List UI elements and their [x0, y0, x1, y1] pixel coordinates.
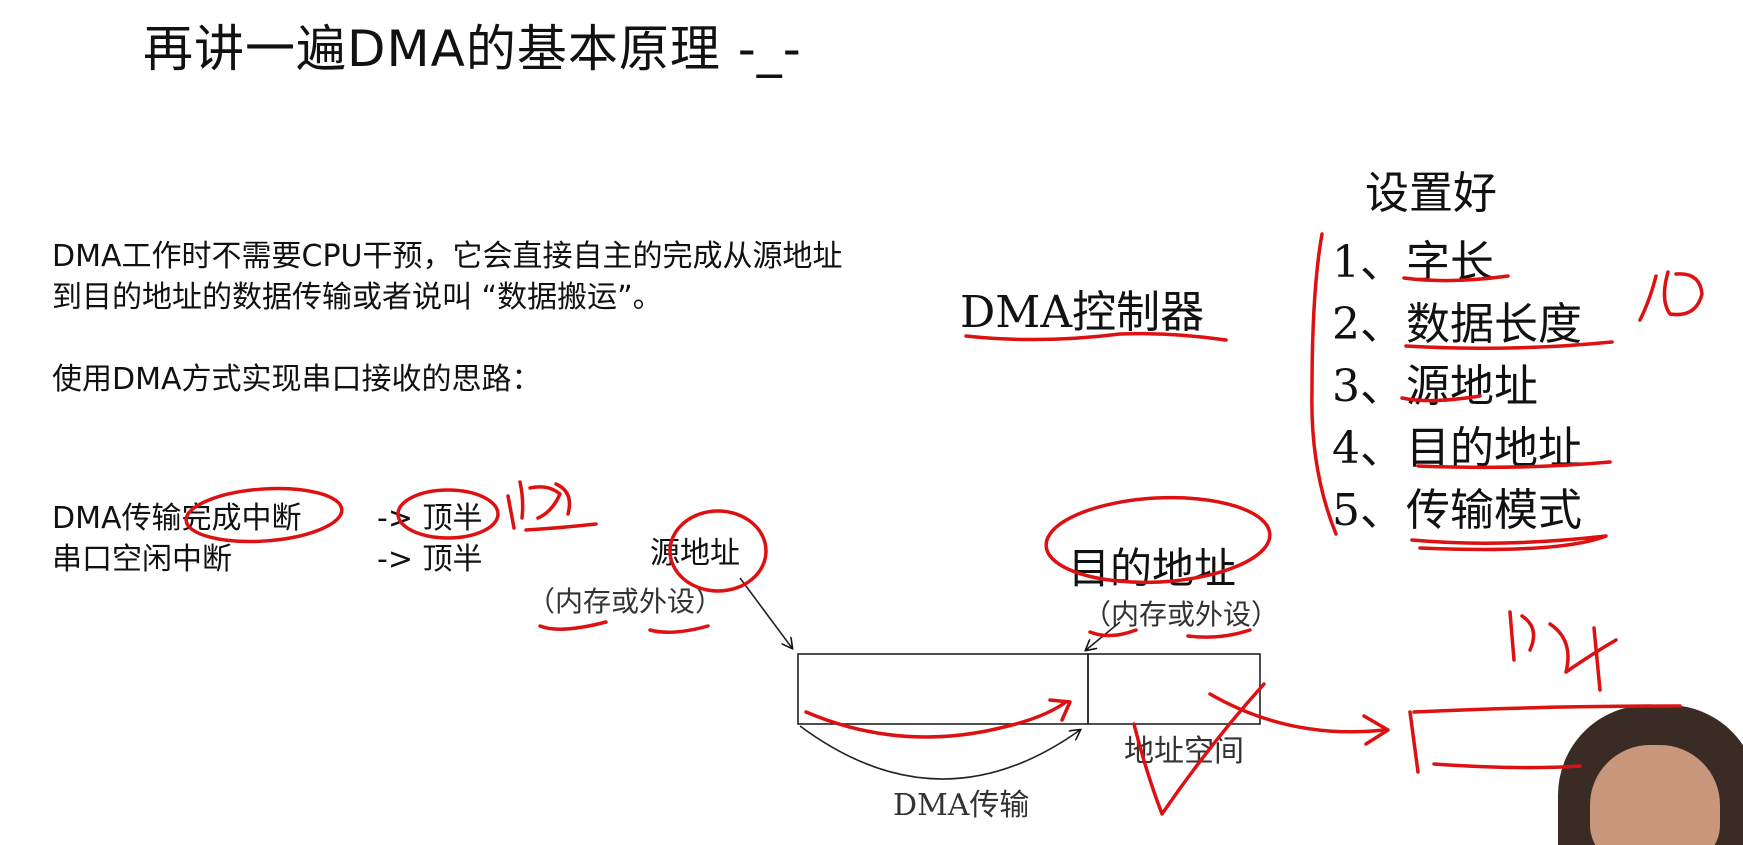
underline-source-sublabel	[538, 620, 710, 634]
setup-item: 2、数据长度	[1332, 294, 1582, 356]
underline-dest-addr-item	[1416, 460, 1612, 470]
underline-word-length	[1402, 274, 1510, 283]
dma-transfer-label: DMA传输	[893, 788, 1030, 823]
handwriting-note-top	[506, 480, 598, 532]
handwriting-box	[1408, 704, 1682, 774]
underline-dma-controller	[964, 331, 1228, 342]
slide-title: 再讲一遍DMA的基本原理 -_-	[143, 20, 802, 78]
setup-item-label: 源地址	[1406, 361, 1538, 412]
setup-item: 5、传输模式	[1332, 480, 1582, 542]
underline-transfer-mode	[1410, 534, 1608, 552]
interrupt-row: 串口空闲中断 -> 顶半	[52, 539, 512, 580]
circle-completion-interrupt	[184, 486, 344, 544]
dest-address-label: 目的地址	[1068, 544, 1237, 593]
setup-item-label: 传输模式	[1406, 485, 1582, 536]
underline-source-addr-item	[1400, 394, 1482, 403]
interrupt-name: DMA传输完成中断	[52, 501, 302, 536]
transfer-arc-arrow	[799, 725, 1080, 780]
handwriting-ten	[1638, 270, 1704, 322]
setup-title: 设置好	[1365, 168, 1497, 219]
source-pointer-arrow	[739, 577, 792, 648]
setup-item-number: 1、	[1332, 237, 1404, 288]
underline-data-length	[1404, 340, 1614, 350]
approach-paragraph: 使用DMA方式实现串口接收的思路：	[52, 362, 542, 397]
setup-item-number: 2、	[1332, 299, 1404, 350]
source-address-sublabel: （内存或外设）	[527, 585, 724, 618]
red-annotations	[184, 232, 1704, 816]
intro-paragraph: DMA工作时不需要CPU干预，它会直接自主的完成从源地址到目的地址的数据传输或者…	[52, 239, 843, 315]
setup-item: 3、源地址	[1332, 356, 1582, 418]
setup-item-number: 3、	[1332, 361, 1404, 412]
circle-top-half	[396, 488, 500, 540]
circle-source-address	[668, 509, 768, 593]
underline-dest-sublabel	[1088, 628, 1252, 639]
interrupt-list: DMA传输完成中断 -> 顶半 串口空闲中断 -> 顶半	[52, 498, 512, 580]
interrupt-target: -> 顶半	[377, 501, 483, 536]
circle-dest-address	[1044, 495, 1272, 585]
interrupt-name: 串口空闲中断	[52, 542, 232, 577]
body-text: DMA工作时不需要CPU干预，它会直接自主的完成从源地址到目的地址的数据传输或者…	[52, 236, 852, 400]
setup-bracket	[1310, 232, 1338, 536]
interrupt-row: DMA传输完成中断 -> 顶半	[52, 498, 512, 539]
source-to-dest-arrow	[804, 698, 1072, 739]
setup-item-number: 4、	[1332, 423, 1404, 474]
source-address-label: 源地址	[650, 536, 740, 571]
outgoing-arrow	[1208, 692, 1390, 746]
setup-list: 1、字长 2、数据长度 3、源地址 4、目的地址 5、传输模式	[1332, 232, 1582, 542]
checkmark	[1132, 682, 1266, 816]
setup-item-label: 数据长度	[1406, 299, 1582, 350]
setup-item-number: 5、	[1332, 485, 1404, 536]
interrupt-target: -> 顶半	[377, 542, 483, 577]
handwriting-note-right	[1508, 610, 1618, 692]
dma-controller-label: DMA控制器	[960, 287, 1205, 338]
